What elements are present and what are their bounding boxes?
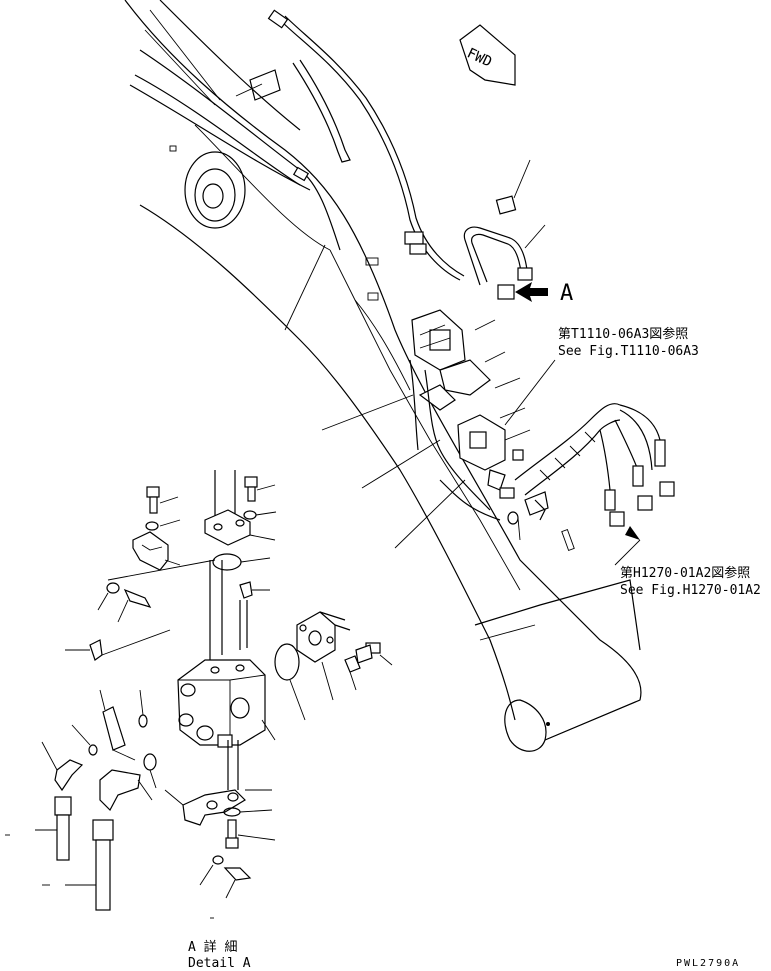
ref1-jp: 第T1110-06A3図参照 — [558, 326, 688, 342]
ref2-en: See Fig.H1270-01A2 — [620, 583, 761, 598]
view-arrow-a: A — [515, 281, 573, 306]
detail-caption-en: Detail A — [188, 956, 251, 971]
detail-a-assembly — [5, 470, 393, 919]
ref2-jp: 第H1270-01A2図参照 — [620, 565, 750, 581]
ref1-en: See Fig.T1110-06A3 — [558, 344, 699, 359]
detail-caption-jp: A 詳 細 — [188, 939, 237, 955]
boom-valve-assembly — [409, 309, 549, 541]
drawing-code: PWL2790A — [676, 958, 740, 969]
boom — [124, 0, 642, 752]
u-pipe — [463, 159, 546, 300]
leader-lines-boom — [321, 394, 466, 549]
detail-caption: A 詳 細 Detail A — [188, 939, 251, 971]
hose-routing-top — [144, 9, 465, 281]
view-marker-a: A — [560, 281, 573, 306]
fwd-arrow: FWD — [459, 24, 516, 86]
reference-callouts: 第T1110-06A3図参照 See Fig.T1110-06A3 第H1270… — [504, 326, 761, 598]
hose-bundle-right — [514, 403, 675, 527]
